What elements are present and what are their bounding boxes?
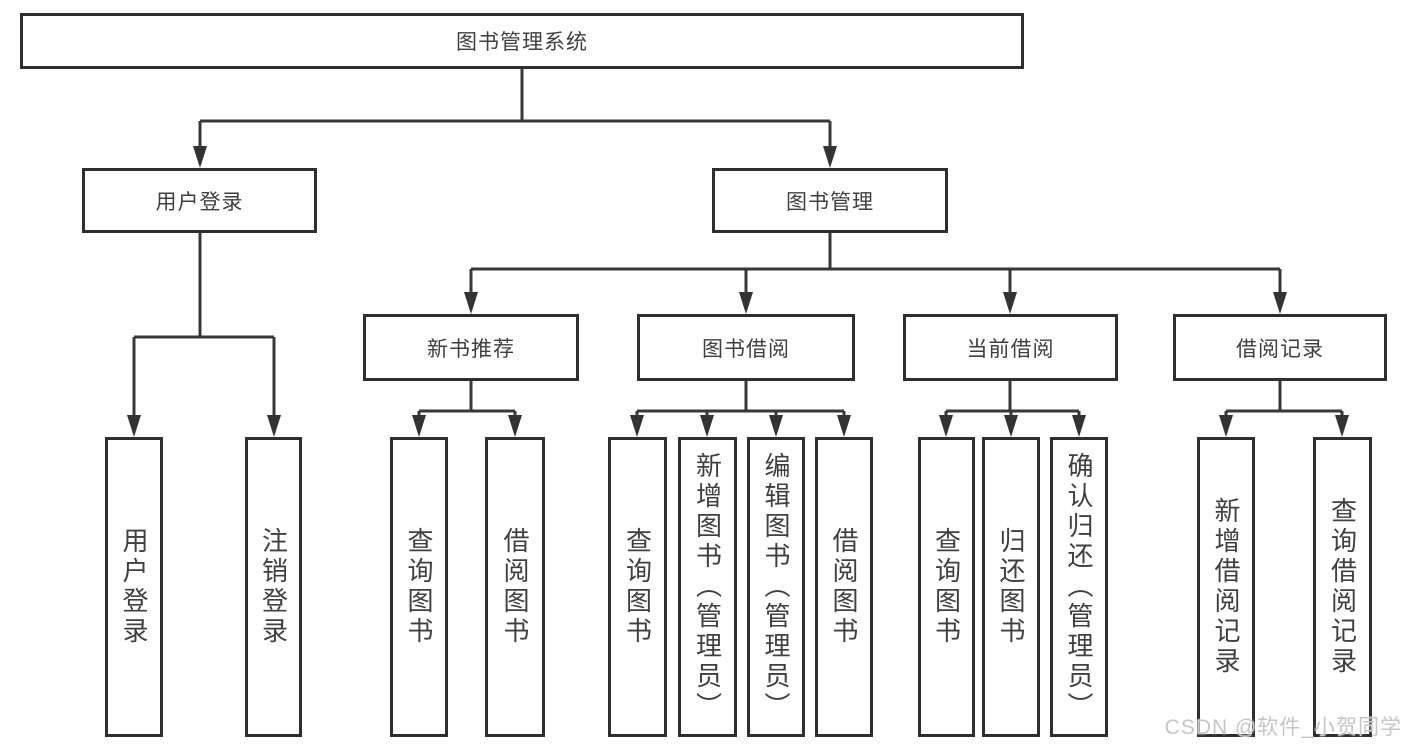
leaf-current-query-book: 查询图书 [918, 437, 975, 737]
leaf-newbook-query-label: 查询图书 [404, 527, 434, 647]
leaf-current-confirm-return-label: 确认归还（管理员） [1064, 452, 1094, 722]
leaf-user-login-label: 用户登录 [119, 527, 149, 647]
leaf-records-add: 新增借阅记录 [1197, 437, 1255, 737]
leaf-current-confirm-return: 确认归还（管理员） [1050, 437, 1108, 737]
leaf-borrow-add-book: 新增图书（管理员） [678, 437, 737, 737]
node-book-management-label: 图书管理 [786, 190, 874, 214]
node-borrowing-records-label: 借阅记录 [1236, 337, 1324, 361]
leaf-borrow-edit-book-label: 编辑图书（管理员） [761, 452, 791, 722]
node-current-borrowing: 当前借阅 [903, 314, 1118, 381]
leaf-borrow-borrow-book: 借阅图书 [815, 437, 873, 737]
node-current-borrowing-label: 当前借阅 [966, 337, 1055, 361]
node-root: 图书管理系统 [20, 13, 1024, 69]
leaf-records-query-label: 查询借阅记录 [1327, 497, 1358, 677]
csdn-watermark: CSDN @软件_小贺同学 [1164, 716, 1402, 739]
leaf-logout: 注销登录 [245, 437, 302, 737]
leaf-borrow-borrow-book-label: 借阅图书 [829, 527, 859, 647]
leaf-borrow-edit-book: 编辑图书（管理员） [747, 437, 805, 737]
node-new-book-recommend: 新书推荐 [363, 314, 579, 381]
leaf-records-add-label: 新增借阅记录 [1211, 497, 1241, 677]
leaf-borrow-query-book: 查询图书 [608, 437, 667, 737]
leaf-newbook-borrow: 借阅图书 [485, 437, 545, 737]
node-root-label: 图书管理系统 [456, 31, 588, 54]
node-user-login-label: 用户登录 [155, 190, 244, 214]
leaf-current-return-book: 归还图书 [982, 437, 1040, 737]
node-book-borrowing: 图书借阅 [637, 314, 855, 381]
leaf-newbook-borrow-label: 借阅图书 [500, 527, 530, 647]
node-user-login: 用户登录 [82, 168, 317, 233]
arrowheads [127, 146, 1349, 437]
leaf-current-query-book-label: 查询图书 [931, 527, 962, 647]
node-borrowing-records: 借阅记录 [1173, 314, 1387, 381]
node-book-borrowing-label: 图书借阅 [702, 337, 790, 361]
node-new-book-recommend-label: 新书推荐 [427, 337, 515, 361]
leaf-logout-label: 注销登录 [258, 527, 289, 647]
leaf-current-return-book-label: 归还图书 [996, 527, 1026, 647]
leaf-newbook-query: 查询图书 [390, 437, 448, 737]
leaf-records-query: 查询借阅记录 [1313, 437, 1372, 737]
leaf-borrow-add-book-label: 新增图书（管理员） [692, 452, 723, 722]
leaf-user-login: 用户登录 [105, 437, 163, 737]
node-book-management: 图书管理 [712, 168, 948, 233]
leaf-borrow-query-book-label: 查询图书 [622, 527, 653, 647]
